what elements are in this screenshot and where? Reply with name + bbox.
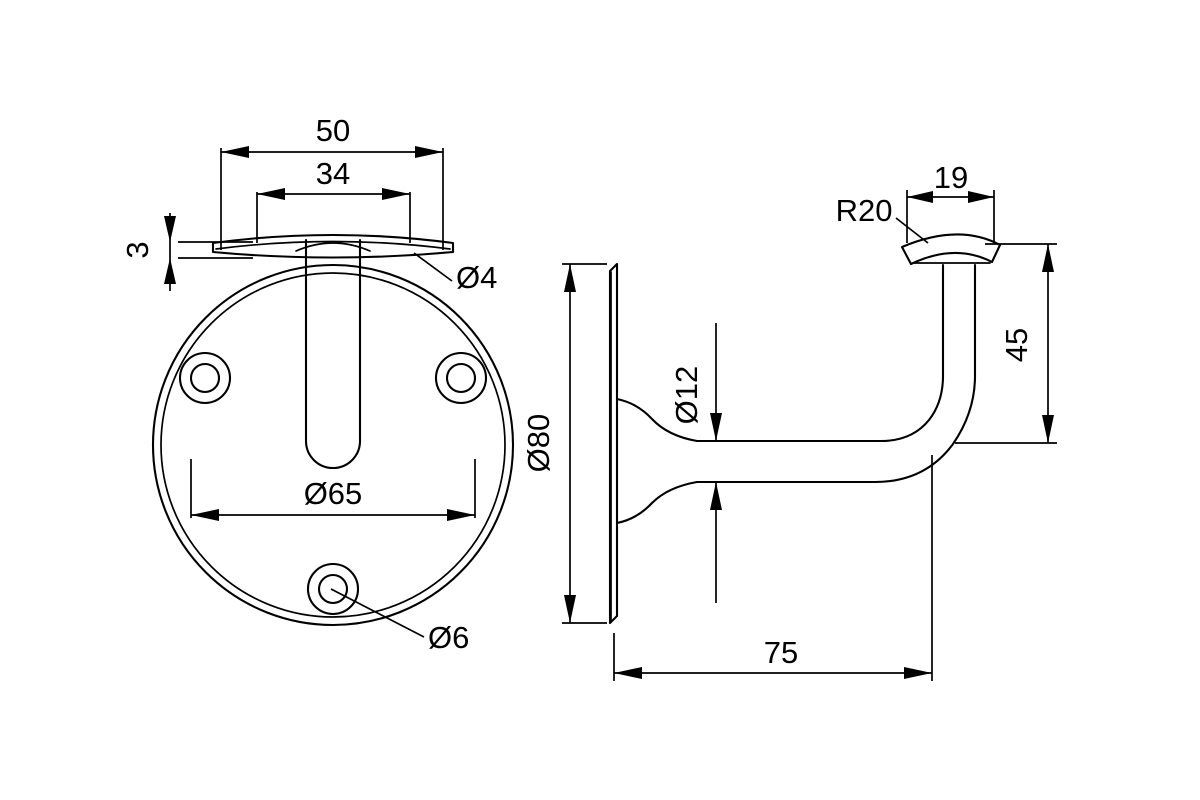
dim-dia4: Ø4 [413, 252, 497, 295]
counterbore-left-outer [178, 351, 232, 405]
counterbore-left-inner [189, 362, 221, 394]
arrow-left [257, 188, 285, 200]
counterbore-bottom-outer [306, 562, 360, 616]
dim-dia12: Ø12 [669, 323, 722, 603]
arrow-right [904, 667, 932, 679]
dim-19: 19 [906, 160, 995, 243]
dim-34: 34 [256, 156, 411, 243]
arrow-top [564, 264, 576, 292]
arrow-left [191, 509, 219, 521]
dim-label-dia65: Ø65 [304, 476, 363, 511]
arrow-left [907, 191, 933, 203]
dim-label-dia6: Ø6 [428, 620, 469, 655]
arrow-left [614, 667, 642, 679]
dim-50: 50 [220, 113, 444, 250]
dim-label-dia12: Ø12 [669, 366, 704, 425]
dim-dia6: Ø6 [330, 588, 469, 655]
dim-label-34: 34 [316, 156, 350, 191]
arrow-top [1042, 244, 1054, 272]
arm-upper-edge [695, 263, 945, 443]
arrow-right [968, 191, 994, 203]
arm-front-profile [304, 238, 362, 470]
counterbore-right-outer [434, 351, 488, 405]
dim-3: 3 [120, 213, 253, 291]
arrow-right [382, 188, 410, 200]
counterbore-bottom-inner [317, 573, 349, 605]
arrow-right [447, 509, 475, 521]
saddle-plate-front-crease [215, 240, 451, 250]
dim-label-3: 3 [120, 241, 155, 258]
arrow-left [221, 146, 249, 158]
front-view: 50 34 3 Ø4 [120, 113, 515, 655]
saddle-plate-front [211, 233, 455, 259]
arrow-top [164, 216, 176, 242]
dim-75: 75 [613, 455, 933, 681]
counterbore-right-inner [445, 362, 477, 394]
dim-label-r20: R20 [836, 193, 893, 228]
dim-label-dia4: Ø4 [456, 260, 497, 295]
arrow-top [710, 413, 722, 441]
dim-dia80: Ø80 [521, 263, 607, 624]
dim-label-75: 75 [764, 635, 798, 670]
boss-upper-flare [615, 397, 699, 443]
dim-label-dia80: Ø80 [521, 414, 556, 473]
side-view: Ø80 Ø12 R20 19 [521, 160, 1057, 681]
boss-lower-flare [615, 480, 699, 525]
arrow-bottom [1042, 415, 1054, 443]
dim-label-50: 50 [316, 113, 350, 148]
arrow-right [415, 146, 443, 158]
arrow-bottom [164, 258, 176, 284]
dim-label-45: 45 [999, 328, 1034, 362]
dim-45: 45 [955, 243, 1057, 444]
base-plate-side-profile [608, 262, 619, 625]
arrow-bottom [564, 595, 576, 623]
base-plate-chamfer-circle [160, 272, 506, 618]
arrow-bottom [710, 482, 722, 510]
dim-label-19: 19 [934, 160, 968, 195]
dim-dia65: Ø65 [190, 459, 476, 521]
saddle-cradle-side [900, 233, 1002, 266]
base-plate-outer-circle [151, 263, 515, 627]
arm-lower-edge [695, 263, 977, 484]
dim-r20: R20 [836, 193, 929, 244]
arm-saddle-fillet [295, 242, 371, 252]
